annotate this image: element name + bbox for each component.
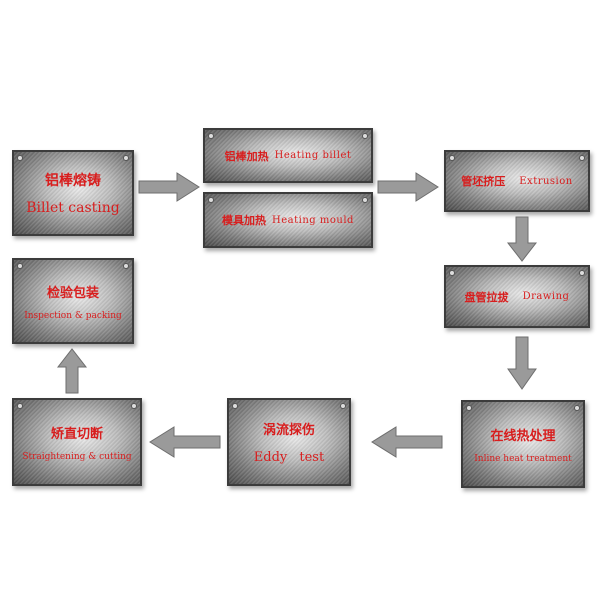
step-eddy-test-zh: 涡流探伤 <box>262 423 315 438</box>
step-inspection-packing-zh: 检验包装 <box>46 285 99 301</box>
arrow-right-icon <box>377 172 439 202</box>
step-inspection-packing-en: Inspection & packing <box>24 310 122 321</box>
step-billet-casting: 铝棒熔铸 Billet casting <box>12 150 134 236</box>
step-extrusion-zh: 管坯挤压 <box>461 175 506 188</box>
step-billet-casting-en: Billet casting <box>26 200 120 216</box>
step-straightening-cutting-en: Straightening & cutting <box>22 451 132 462</box>
step-eddy-test: 涡流探伤 Eddy test <box>227 398 351 486</box>
step-extrusion: 管坯挤压 Extrusion <box>444 150 590 212</box>
step-heating-mould-en: Heating mould <box>272 214 354 226</box>
step-straightening-cutting: 矫直切断 Straightening & cutting <box>12 398 142 486</box>
step-drawing: 盘管拉拔 Drawing <box>444 265 590 328</box>
step-inline-heat-treatment-zh: 在线热处理 <box>490 428 556 444</box>
arrow-down-icon <box>506 216 538 262</box>
arrow-right-icon <box>138 172 200 202</box>
step-heating-billet-en: Heating billet <box>274 150 352 161</box>
arrow-left-icon <box>149 426 221 458</box>
step-straightening-cutting-zh: 矫直切断 <box>50 426 103 442</box>
step-heating-mould-zh: 模具加热 <box>222 214 267 227</box>
arrow-down-icon <box>507 336 537 390</box>
arrow-left-icon <box>371 426 443 458</box>
step-eddy-test-en: Eddy test <box>253 450 325 465</box>
step-billet-casting-zh: 铝棒熔铸 <box>45 173 101 189</box>
step-inline-heat-treatment-en: Inline heat treatment <box>474 453 572 464</box>
step-extrusion-en: Extrusion <box>519 175 573 187</box>
step-inspection-packing: 检验包装 Inspection & packing <box>12 258 134 344</box>
step-drawing-en: Drawing <box>522 291 570 302</box>
step-heating-billet: 铝棒加热 Heating billet <box>203 128 373 183</box>
arrow-up-icon <box>56 348 88 394</box>
step-heating-billet-zh: 铝棒加热 <box>224 149 269 163</box>
step-inline-heat-treatment: 在线热处理 Inline heat treatment <box>461 400 585 488</box>
step-drawing-zh: 盘管拉拔 <box>464 290 509 304</box>
step-heating-mould: 模具加热 Heating mould <box>203 192 373 248</box>
